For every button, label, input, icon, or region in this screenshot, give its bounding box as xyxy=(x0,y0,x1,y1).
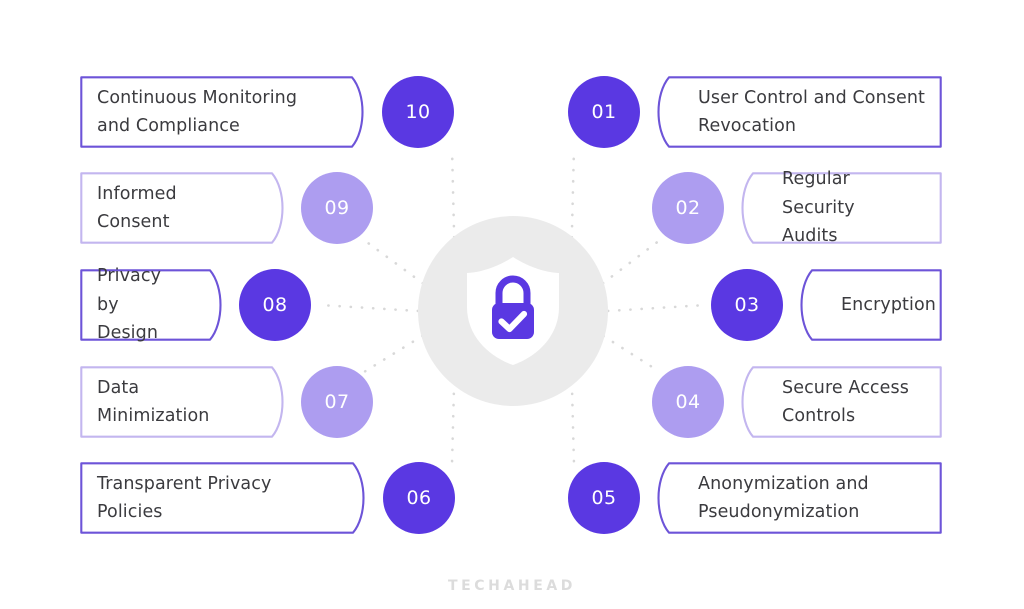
item-number-06: 06 xyxy=(406,487,432,509)
item-badge-09[interactable]: 09 xyxy=(301,172,373,244)
item-badge-01[interactable]: 01 xyxy=(568,76,640,148)
item-label-05: Anonymization and Pseudonymization xyxy=(698,473,869,522)
item-label-04: Secure Access Controls xyxy=(782,377,909,426)
item-label-08: Privacy by Design xyxy=(97,266,162,344)
panel-outline-right xyxy=(800,269,942,341)
item-number-05: 05 xyxy=(591,487,617,509)
item-panel-08[interactable]: Privacy by Design xyxy=(80,266,237,344)
item-badge-02[interactable]: 02 xyxy=(652,172,724,244)
panel-outline-left xyxy=(80,462,365,534)
panel-outline-right xyxy=(657,76,942,148)
panel-outline-left xyxy=(80,76,364,148)
item-number-09: 09 xyxy=(324,197,350,219)
item-panel-01[interactable]: User Control and Consent Revocation xyxy=(642,76,942,148)
brand-wordmark: TECHAHEAD xyxy=(447,578,577,594)
item-panel-10[interactable]: Continuous Monitoring and Compliance xyxy=(80,76,379,148)
item-badge-06[interactable]: 06 xyxy=(383,462,455,534)
item-number-10: 10 xyxy=(405,101,431,123)
item-number-07: 07 xyxy=(324,391,350,413)
item-panel-09[interactable]: Informed Consent xyxy=(80,172,299,244)
panel-outline-right xyxy=(657,462,942,534)
panel-outline-right xyxy=(741,366,942,438)
shield-lock-check-icon xyxy=(467,257,559,365)
panel-outline-left xyxy=(80,269,222,341)
item-badge-07[interactable]: 07 xyxy=(301,366,373,438)
item-badge-04[interactable]: 04 xyxy=(652,366,724,438)
item-panel-03[interactable]: Encryption xyxy=(785,269,942,341)
item-number-03: 03 xyxy=(734,294,760,316)
item-label-02: Regular Security Audits xyxy=(782,169,855,247)
item-badge-05[interactable]: 05 xyxy=(568,462,640,534)
item-number-01: 01 xyxy=(591,101,617,123)
item-panel-05[interactable]: Anonymization and Pseudonymization xyxy=(642,462,942,534)
item-label-06: Transparent Privacy Policies xyxy=(97,473,272,522)
item-number-08: 08 xyxy=(262,294,288,316)
panel-outline-left xyxy=(80,366,284,438)
item-label-09: Informed Consent xyxy=(97,183,177,232)
item-panel-04[interactable]: Secure Access Controls xyxy=(726,366,942,438)
item-badge-08[interactable]: 08 xyxy=(239,269,311,341)
item-panel-07[interactable]: Data Minimization xyxy=(80,366,299,438)
panel-outline-right xyxy=(741,172,942,244)
item-number-04: 04 xyxy=(675,391,701,413)
item-panel-06[interactable]: Transparent Privacy Policies xyxy=(80,462,380,534)
item-label-10: Continuous Monitoring and Compliance xyxy=(97,87,298,136)
item-label-03: Encryption xyxy=(841,294,936,315)
item-label-07: Data Minimization xyxy=(97,377,210,426)
item-panel-02[interactable]: Regular Security Audits xyxy=(726,169,942,247)
item-number-02: 02 xyxy=(675,197,701,219)
item-badge-03[interactable]: 03 xyxy=(711,269,783,341)
panel-outline-left xyxy=(80,172,284,244)
item-badge-10[interactable]: 10 xyxy=(382,76,454,148)
item-label-01: User Control and Consent Revocation xyxy=(698,87,926,136)
